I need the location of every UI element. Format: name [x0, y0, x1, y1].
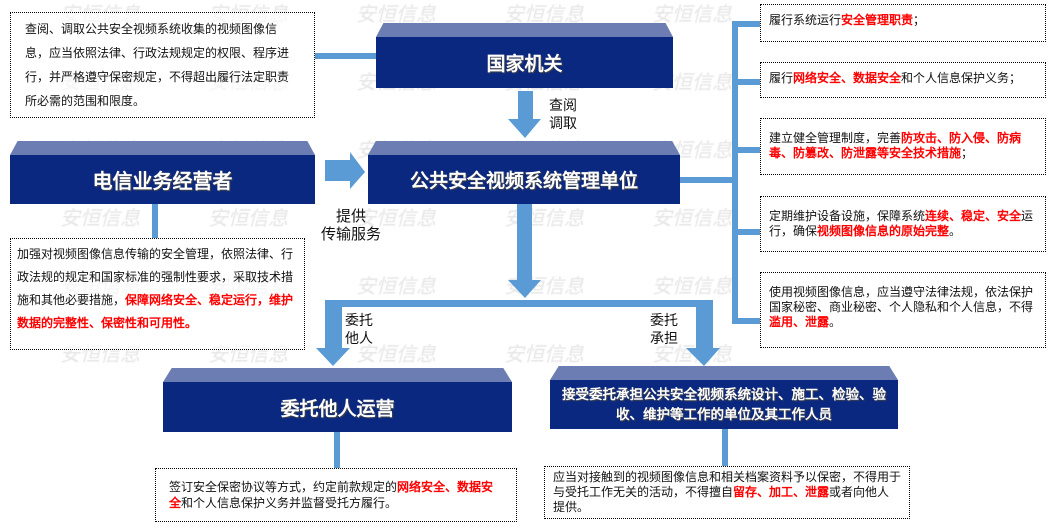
note-text: ； — [913, 13, 926, 27]
note-text: ； — [961, 146, 974, 160]
arrow-split — [316, 300, 720, 366]
highlight-text: 视频图像信息的原始完整 — [817, 224, 950, 238]
note-text: 履行系统运行 — [769, 13, 842, 27]
arrow-transmission — [325, 152, 365, 189]
highlight-text: 安全管理职责 — [841, 13, 914, 27]
note-text: 加强对视频图像信息传输的安全管理，依照法律、行政法规的规定和国家标准的强制性要求… — [17, 247, 294, 307]
note-text: 使用视频图像信息，应当遵守法律法规，依法保护国家秘密、商业秘密、个人隐私和个人信… — [769, 285, 1034, 314]
note-text: 运行，确保 — [769, 209, 1034, 238]
connector-note-contractor — [722, 429, 728, 466]
note-entrusted-operation: 签订安全保密协议等方式，约定前款规定的网络安全、数据安全和个人信息保护义务并监督… — [155, 468, 517, 522]
note-text: 查阅、调取公共安全视频系统收集的视频图像信息，应当依照法律、行政法规规定的权限、… — [25, 22, 290, 108]
note-text: 履行 — [769, 71, 794, 85]
duty-connector — [732, 147, 760, 153]
note-state-organ: 查阅、调取公共安全视频系统收集的视频图像信息，应当依照法律、行政法规规定的权限、… — [10, 12, 315, 118]
block-bevel — [550, 366, 898, 380]
highlight-text: 连续、稳定、安全 — [925, 209, 1022, 223]
block-bevel — [376, 23, 673, 37]
highlight-text: 保障网络安全、稳定运行，维护数据的完整性、保密性和可用性。 — [17, 293, 294, 330]
connector-note-state — [315, 53, 376, 59]
block-entrusted-operation: 委托他人运营 — [163, 368, 512, 432]
note-text: 。 — [829, 315, 842, 329]
note-text: 和个人信息保护义务； — [901, 71, 1022, 85]
block-bevel — [368, 141, 680, 155]
block-bevel — [163, 368, 512, 382]
note-telecom-operator: 加强对视频图像信息传输的安全管理，依照法律、行政法规的规定和国家标准的强制性要求… — [10, 238, 305, 350]
block-state-organ: 国家机关 — [376, 23, 673, 88]
highlight-text: 网络安全、数据安全 — [793, 71, 902, 85]
duty-connector — [732, 79, 760, 85]
note-text: 或者向他人提供。 — [553, 485, 890, 514]
label-transmission: 提供 传输服务 — [320, 207, 381, 243]
duty-connector — [732, 318, 760, 324]
duty-item: 建立健全管理制度，完善防攻击、防入侵、防病毒、防篡改、防泄露等安全技术措施； — [760, 118, 1046, 175]
connector-note-entrusted — [334, 432, 340, 468]
duty-connector — [732, 21, 760, 27]
block-telecom-operator: 电信业务经营者 — [10, 141, 315, 204]
duty-item: 履行系统运行安全管理职责； — [760, 4, 1046, 42]
note-text: 和个人信息保护义务并监督受托方履行。 — [181, 496, 398, 510]
note-text: 应当对接触到的视频图像信息和相关档案资料予以保密，不得用于与受托工作无关的活动，… — [553, 470, 902, 499]
duty-item: 定期维护设备设施，保障系统连续、稳定、安全运行，确保视频图像信息的原始完整。 — [760, 196, 1046, 252]
block-bevel — [10, 141, 315, 155]
highlight-text: 滥用、泄露 — [769, 315, 830, 329]
duty-item: 使用视频图像信息，应当遵守法律法规，依法保护国家秘密、商业秘密、个人隐私和个人信… — [760, 272, 1046, 348]
highlight-text: 留存、加工、泄露 — [733, 485, 830, 499]
block-label: 公共安全视频系统管理单位 — [368, 155, 680, 204]
label-entrust-others: 委托 他人 — [345, 313, 373, 347]
arrow-main-down — [508, 204, 541, 298]
note-text: 建立健全管理制度，完善 — [769, 131, 902, 145]
connector-mgmt-duties — [680, 177, 738, 183]
note-text: 签订安全保密协议等方式，约定前款规定的 — [169, 480, 398, 494]
duty-item: 履行网络安全、数据安全和个人信息保护义务； — [760, 62, 1046, 98]
label-entrust-undertake: 委托 承担 — [650, 313, 678, 347]
block-label: 委托他人运营 — [163, 382, 512, 432]
highlight-text: 防攻击、防入侵、防病毒、防篡改、防泄露等安全技术措施 — [769, 131, 1022, 160]
note-text: 。 — [949, 224, 962, 238]
block-contractor: 接受委托承担公共安全视频系统设计、施工、检验、验收、维护等工作的单位及其工作人员 — [550, 366, 898, 429]
block-management-unit: 公共安全视频系统管理单位 — [368, 141, 680, 204]
label-consult: 查阅 调取 — [549, 98, 577, 132]
duty-connector — [732, 229, 760, 235]
block-label: 接受委托承担公共安全视频系统设计、施工、检验、验收、维护等工作的单位及其工作人员 — [550, 380, 898, 429]
note-contractor: 应当对接触到的视频图像信息和相关档案资料予以保密，不得用于与受托工作无关的活动，… — [544, 466, 910, 519]
block-label: 电信业务经营者 — [10, 155, 315, 204]
arrow-consult — [508, 91, 541, 138]
duties-bracket — [732, 21, 738, 324]
connector-note-telecom — [152, 204, 158, 238]
highlight-text: 网络安全、数据安全 — [169, 480, 494, 510]
block-label: 国家机关 — [376, 37, 673, 88]
note-text: 定期维护设备设施，保障系统 — [769, 209, 926, 223]
